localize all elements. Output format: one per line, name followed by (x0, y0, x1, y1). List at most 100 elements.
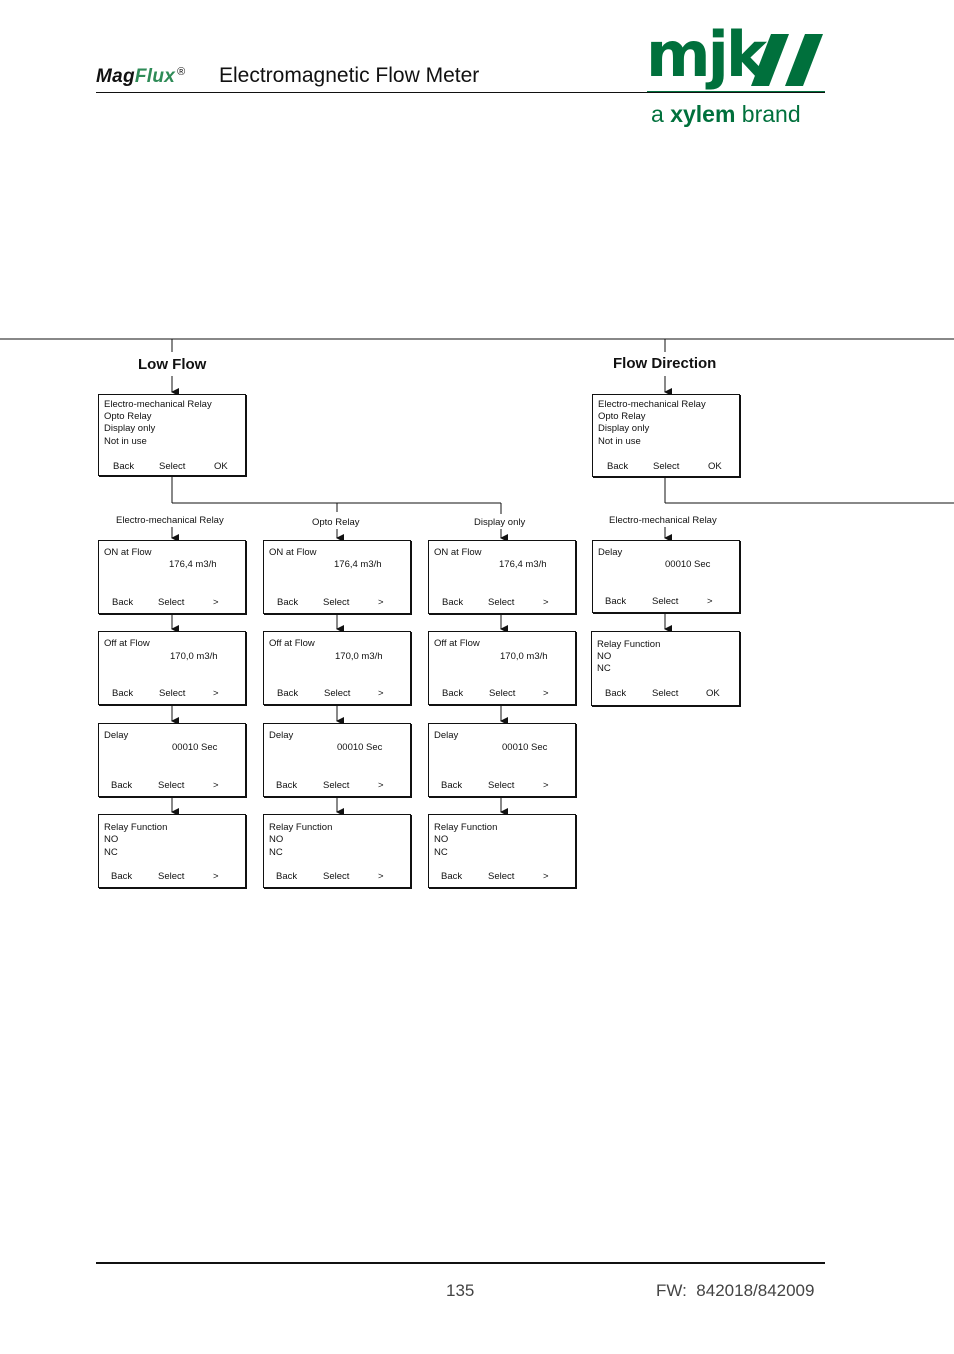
select-button[interactable]: Select (324, 688, 351, 699)
option-no[interactable]: NO (597, 651, 612, 662)
relay-function-label: Relay Function (269, 822, 333, 833)
relay-function-label: Relay Function (597, 639, 661, 650)
logo-sub-a: a (651, 101, 671, 127)
option-not-in-use[interactable]: Not in use (598, 436, 641, 447)
next-button[interactable]: > (378, 597, 384, 608)
next-button[interactable]: > (213, 597, 219, 608)
delay-value[interactable]: 00010 Sec (502, 742, 548, 753)
select-button[interactable]: Select (489, 688, 516, 699)
option-nc[interactable]: NC (597, 663, 611, 674)
back-button[interactable]: Back (605, 596, 627, 607)
back-button[interactable]: Back (277, 688, 299, 699)
select-button[interactable]: Select (323, 597, 350, 608)
delay-value[interactable]: 00010 Sec (172, 742, 218, 753)
back-button[interactable]: Back (111, 780, 133, 791)
off-at-flow-value[interactable]: 170,0 m3/h (500, 651, 548, 662)
back-button[interactable]: Back (277, 597, 299, 608)
branch-label-display-only: Display only (474, 517, 526, 528)
option-no[interactable]: NO (104, 834, 119, 845)
select-button[interactable]: Select (652, 596, 679, 607)
option-nc[interactable]: NC (434, 847, 448, 858)
next-button[interactable]: > (707, 596, 713, 607)
next-button[interactable]: > (213, 871, 219, 882)
branch-label-opto-relay: Opto Relay (312, 517, 360, 528)
on-at-flow-value[interactable]: 176,4 m3/h (169, 559, 217, 570)
on-at-flow-label: ON at Flow (269, 547, 317, 558)
back-button[interactable]: Back (276, 780, 298, 791)
back-button[interactable]: Back (111, 871, 133, 882)
off-at-flow-value[interactable]: 170,0 m3/h (335, 651, 383, 662)
header-rule (96, 92, 825, 93)
back-button[interactable]: Back (605, 688, 627, 699)
next-button[interactable]: > (378, 688, 384, 699)
select-button[interactable]: Select (652, 688, 679, 699)
back-button[interactable]: Back (442, 597, 464, 608)
select-button[interactable]: Select (159, 688, 186, 699)
on-at-flow-value[interactable]: 176,4 m3/h (334, 559, 382, 570)
off-at-flow-value[interactable]: 170,0 m3/h (170, 651, 218, 662)
option-display-only[interactable]: Display only (598, 423, 650, 434)
screen-on-at-flow-display: ON at Flow 176,4 m3/h Back Select > (428, 540, 576, 614)
option-electro-mechanical-relay[interactable]: Electro-mechanical Relay (104, 399, 212, 410)
back-button[interactable]: Back (441, 780, 463, 791)
select-button[interactable]: Select (323, 780, 350, 791)
next-button[interactable]: > (378, 871, 384, 882)
delay-label: Delay (269, 730, 294, 741)
screen-delay-flow-direction: Delay 00010 Sec Back Select > (592, 540, 740, 613)
logo-rule (647, 91, 825, 92)
option-no[interactable]: NO (434, 834, 449, 845)
select-button[interactable]: Select (488, 871, 515, 882)
back-button[interactable]: Back (113, 461, 135, 472)
back-button[interactable]: Back (442, 688, 464, 699)
option-opto-relay[interactable]: Opto Relay (598, 411, 646, 422)
delay-value[interactable]: 00010 Sec (337, 742, 383, 753)
next-button[interactable]: > (543, 688, 549, 699)
option-display-only[interactable]: Display only (104, 423, 156, 434)
next-button[interactable]: > (543, 597, 549, 608)
relay-function-label: Relay Function (434, 822, 498, 833)
section-low-flow: Low Flow (138, 356, 207, 373)
back-button[interactable]: Back (276, 871, 298, 882)
menu-output-select-flow-direction: Electro-mechanical Relay Opto Relay Disp… (592, 394, 740, 477)
option-nc[interactable]: NC (104, 847, 118, 858)
option-no[interactable]: NO (269, 834, 284, 845)
on-at-flow-value[interactable]: 176,4 m3/h (499, 559, 547, 570)
menu-output-select-low-flow: Electro-mechanical Relay Opto Relay Disp… (98, 394, 246, 476)
back-button[interactable]: Back (607, 461, 629, 472)
screen-delay-opto: Delay 00010 Sec Back Select > (263, 723, 411, 797)
next-button[interactable]: > (213, 780, 219, 791)
next-button[interactable]: > (378, 780, 384, 791)
select-button[interactable]: Select (323, 871, 350, 882)
next-button[interactable]: > (543, 780, 549, 791)
option-nc[interactable]: NC (269, 847, 283, 858)
magflux-logo: MagFlux® (96, 66, 186, 88)
next-button[interactable]: > (213, 688, 219, 699)
screen-off-at-flow-opto: Off at Flow 170,0 m3/h Back Select > (263, 631, 411, 705)
delay-value[interactable]: 00010 Sec (665, 559, 711, 570)
option-electro-mechanical-relay[interactable]: Electro-mechanical Relay (598, 399, 706, 410)
option-opto-relay[interactable]: Opto Relay (104, 411, 152, 422)
screen-relay-function-display: Relay Function NO NC Back Select > (428, 814, 576, 888)
select-button[interactable]: Select (488, 597, 515, 608)
select-button[interactable]: Select (488, 780, 515, 791)
brand-flux: Flux (134, 66, 176, 87)
next-button[interactable]: > (543, 871, 549, 882)
delay-label: Delay (598, 547, 623, 558)
brand-mag: Mag (96, 66, 135, 87)
select-button[interactable]: Select (653, 461, 680, 472)
brand-reg: ® (177, 66, 186, 78)
back-button[interactable]: Back (112, 688, 134, 699)
back-button[interactable]: Back (112, 597, 134, 608)
ok-button[interactable]: OK (708, 461, 722, 472)
select-button[interactable]: Select (158, 597, 185, 608)
screen-relay-function-electro: Relay Function NO NC Back Select > (98, 814, 246, 888)
select-button[interactable]: Select (158, 871, 185, 882)
select-button[interactable]: Select (159, 461, 186, 472)
screen-delay-display: Delay 00010 Sec Back Select > (428, 723, 576, 797)
option-not-in-use[interactable]: Not in use (104, 436, 147, 447)
ok-button[interactable]: OK (214, 461, 228, 472)
select-button[interactable]: Select (158, 780, 185, 791)
off-at-flow-label: Off at Flow (104, 638, 150, 649)
ok-button[interactable]: OK (706, 688, 720, 699)
back-button[interactable]: Back (441, 871, 463, 882)
